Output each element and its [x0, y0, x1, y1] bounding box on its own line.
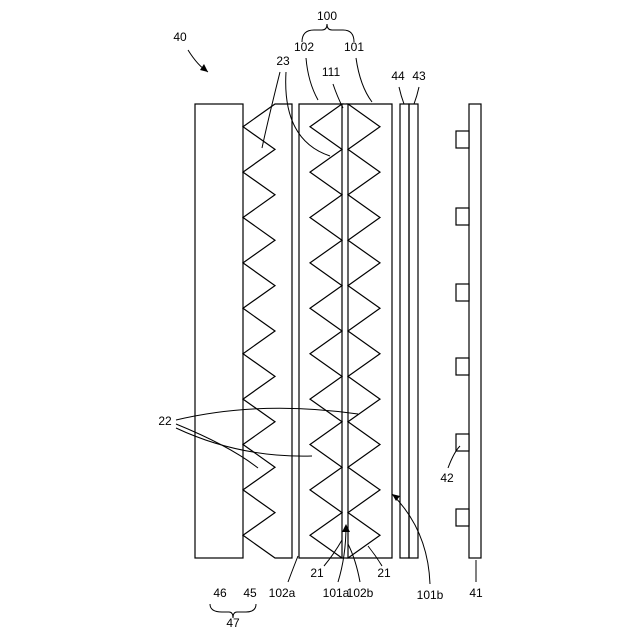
element-42-4	[456, 358, 469, 375]
bracket-47	[210, 604, 256, 618]
element-42-1	[456, 131, 469, 148]
label-23: 23	[276, 54, 290, 68]
figure-number: 40	[173, 30, 187, 44]
label-42: 42	[440, 471, 454, 485]
label-101-top: 101	[344, 40, 364, 54]
label-21-left: 21	[310, 566, 324, 580]
label-21-right: 21	[377, 566, 391, 580]
leader-23-a	[262, 72, 280, 148]
label-102-top: 102	[294, 40, 314, 54]
label-22: 22	[158, 414, 172, 428]
leader-101-top	[356, 58, 372, 102]
label-46: 46	[213, 586, 227, 600]
leader-43	[414, 87, 419, 104]
leader-102a	[288, 556, 298, 582]
label-102a: 102a	[269, 586, 296, 600]
label-47: 47	[226, 616, 240, 630]
label-101b: 101b	[417, 588, 444, 602]
label-44: 44	[391, 69, 405, 83]
label-43: 43	[412, 69, 426, 83]
leader-21-left	[324, 540, 342, 566]
leader-101a-arrowhead	[342, 524, 350, 532]
label-45: 45	[243, 586, 257, 600]
layer-41-substrate	[469, 104, 481, 558]
element-42-6	[456, 509, 469, 526]
layer-102-prism-sheet	[299, 104, 342, 558]
leader-101b-arrowhead	[392, 494, 400, 501]
figure-arrowhead	[200, 64, 208, 72]
label-111: 111	[322, 65, 341, 79]
elements-42-group	[456, 131, 469, 526]
label-102b: 102b	[347, 586, 374, 600]
leader-102-top	[306, 58, 318, 100]
layer-46-plate	[195, 104, 243, 558]
layer-43-film	[409, 104, 418, 558]
element-42-3	[456, 284, 469, 301]
leader-101b	[392, 494, 430, 584]
label-100: 100	[317, 9, 337, 23]
leader-44	[399, 87, 404, 104]
element-42-2	[456, 208, 469, 225]
layer-44-film	[400, 104, 409, 558]
layer-45-prism	[243, 104, 292, 558]
leader-102b	[348, 544, 360, 582]
layer-101-prism-sheet	[348, 104, 392, 558]
label-101a: 101a	[323, 586, 350, 600]
label-41: 41	[469, 586, 483, 600]
leader-21-right	[368, 546, 382, 566]
